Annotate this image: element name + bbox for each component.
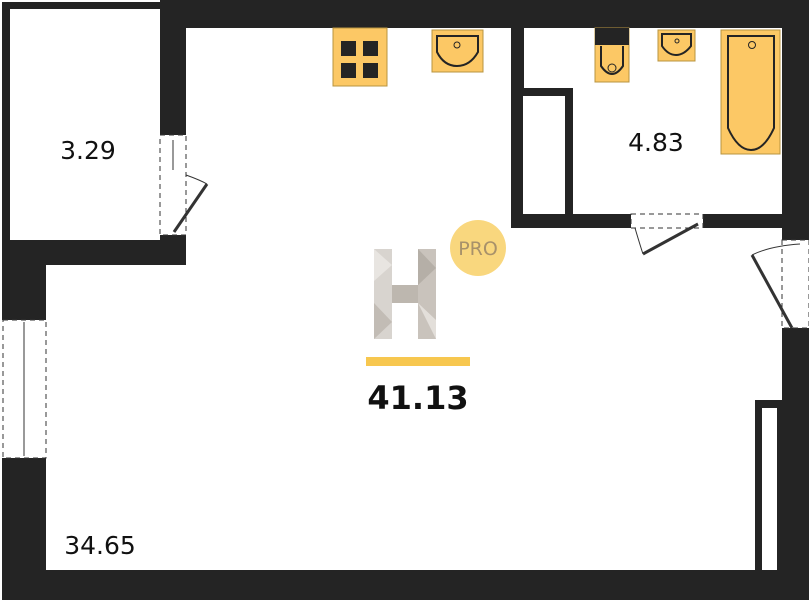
bathroom-area: 4.83 <box>628 128 684 157</box>
bathtub-icon <box>720 29 781 155</box>
window-left <box>2 319 47 459</box>
stove-icon <box>332 27 388 87</box>
living-area: 34.65 <box>64 531 136 560</box>
balcony-area: 3.29 <box>60 136 116 165</box>
toilet-icon <box>594 27 630 83</box>
bathroom-sink-icon <box>657 29 696 62</box>
bathroom-door <box>630 213 704 256</box>
pro-badge: PRO <box>450 220 506 276</box>
accent-bar <box>366 357 470 366</box>
niche <box>762 408 777 570</box>
kitchen-sink-icon <box>431 29 484 73</box>
brand-logo-icon <box>374 249 436 339</box>
pro-badge-text: PRO <box>458 238 498 260</box>
entrance-door <box>750 239 809 329</box>
shaft <box>523 96 565 214</box>
balcony-door <box>159 134 209 236</box>
total-area: 41.13 <box>367 379 468 417</box>
